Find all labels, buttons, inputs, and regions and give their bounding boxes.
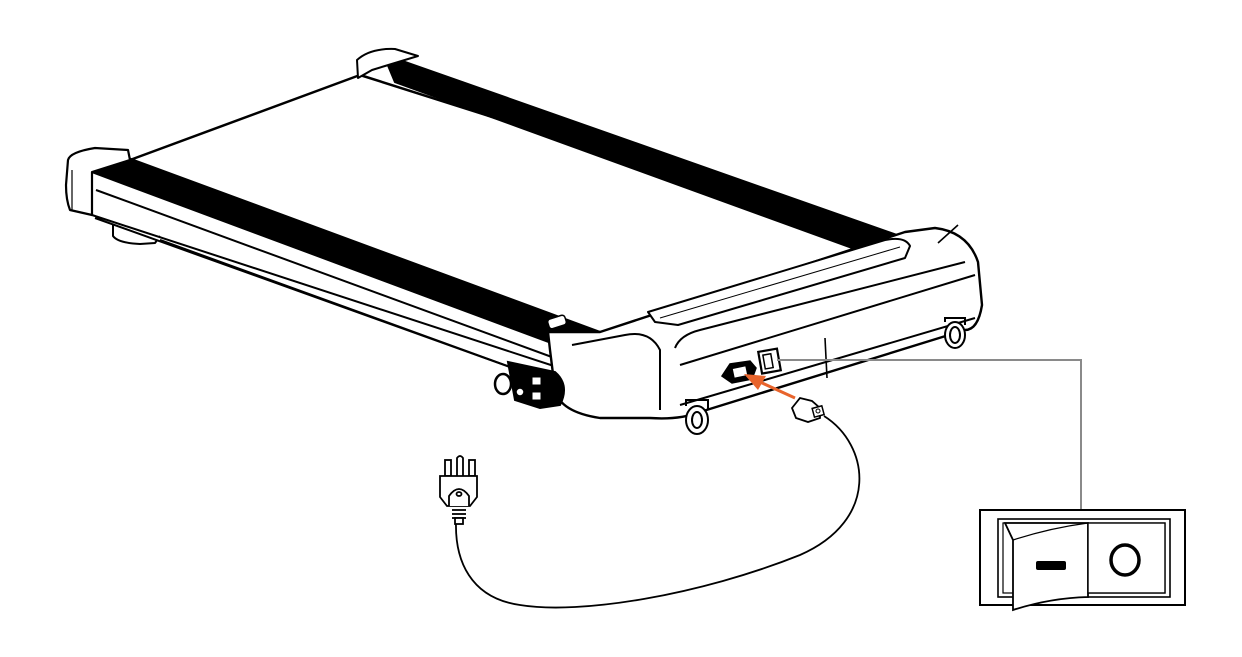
front-left-wheel xyxy=(685,399,709,435)
treadmill-deck xyxy=(64,47,984,420)
front-right-wheel xyxy=(944,317,966,349)
rocker-off-side[interactable] xyxy=(1087,522,1166,594)
power-cord xyxy=(455,415,861,609)
hood-top-panel xyxy=(647,237,911,326)
side-control-ports xyxy=(493,360,565,410)
safety-key-clip xyxy=(546,314,568,330)
power-switch[interactable] xyxy=(756,347,783,375)
wall-plug[interactable] xyxy=(439,455,478,525)
cord-connector[interactable] xyxy=(790,396,826,423)
insert-arrow xyxy=(744,374,796,400)
control-knob xyxy=(493,372,513,396)
off-symbol xyxy=(1109,543,1141,577)
switch-callout-line xyxy=(777,359,1082,510)
on-symbol xyxy=(1036,561,1066,570)
rear-end-cap xyxy=(356,47,419,79)
switch-detail xyxy=(979,509,1186,612)
